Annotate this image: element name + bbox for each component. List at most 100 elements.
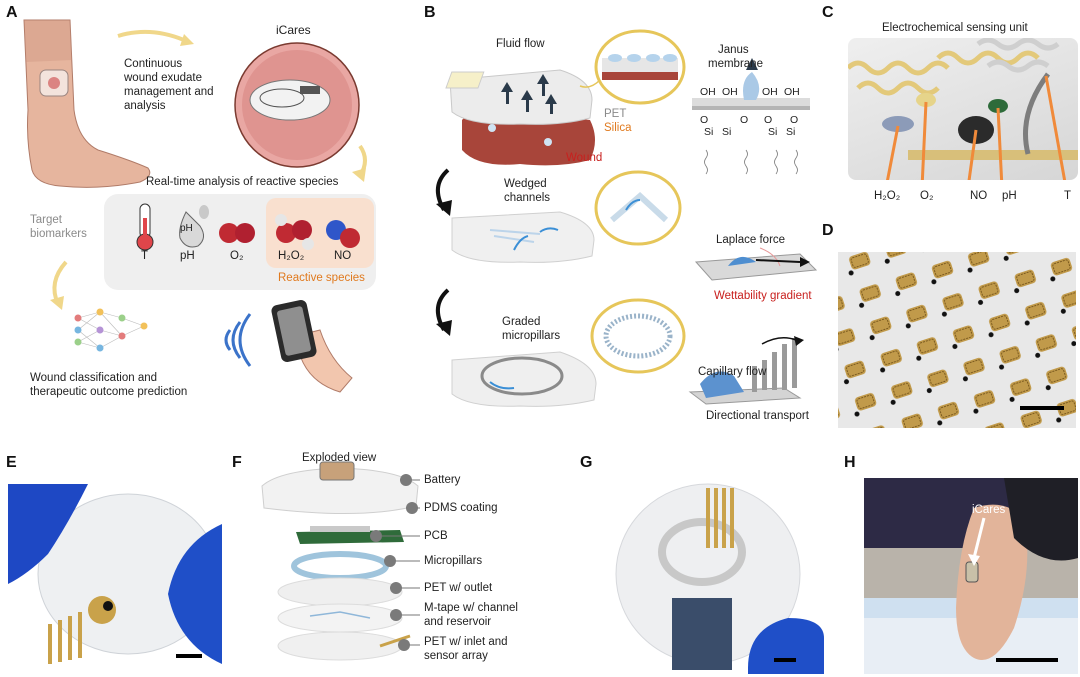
laplace-label: Laplace force [716,234,786,246]
panel-letter-h: H [844,454,856,471]
layer-pet-inlet-2: sensor array [424,650,488,662]
reactive-species-label: Reactive species [278,272,365,284]
micropillar-ring-photo [658,518,746,586]
wedged-channel-layer [451,211,595,263]
si-label-1: Si [704,126,714,138]
directional-label: Directional transport [706,410,809,422]
capillary-surface [688,387,802,405]
t-electrode [1023,72,1051,155]
layer-battery: Battery [424,474,461,486]
glove-right [168,524,222,664]
glove-g [748,618,824,674]
sensing-label-t: T [1064,190,1072,202]
o-label-2: O [740,114,749,126]
exudate-line-2: wound exudate [124,72,203,84]
flow-arrows [501,74,557,114]
pet-inlet-layer [277,631,403,661]
exudate-line-4: analysis [124,100,166,112]
fluid-flow-label: Fluid flow [496,38,545,50]
sensor-label-o2: O₂ [230,250,244,262]
sensor-label-t: T [141,250,149,262]
arrow-yellow-1 [117,29,185,42]
janus-label-1: Janus [718,44,749,56]
exploded-title: Exploded view [302,452,377,464]
icares-on-foot [965,561,979,583]
si-label-3: Si [768,126,778,138]
scale-bar-e [176,654,202,658]
wedged-label-1: Wedged [504,178,547,190]
sensor-label-h2o2: H₂O₂ [278,250,305,262]
scale-bar-h [996,658,1058,662]
neural-network-nodes [74,308,148,352]
layer-micropillars: Micropillars [424,555,483,567]
foot-shape [956,504,1028,660]
sensor-label-ph: pH [180,250,195,262]
scale-bar-d [1020,406,1064,410]
oh-label-4: OH [784,86,800,98]
layer-mtape-1: M-tape w/ channel [424,602,518,614]
janus-label-2: membrane [708,58,763,70]
panel-letter-b: B [424,4,436,21]
sensing-unit-title: Electrochemical sensing unit [882,22,1028,34]
pet-label: PET [604,108,627,120]
oh-label-2: OH [722,86,738,98]
outcome-line-2: therapeutic outcome prediction [30,386,188,398]
realtime-title: Real-time analysis of reactive species [146,176,339,188]
outcome-line-1: Wound classification and [30,372,157,384]
mtape-layer [277,603,403,633]
glove-left [8,484,88,584]
panel-letter-d: D [822,222,834,239]
neural-network-icon [77,311,145,349]
zoom-circle-2 [594,170,682,246]
pcb-part [296,530,404,544]
panel-g-photo [598,478,824,674]
laplace-surface [694,253,818,281]
o-label-4: O [790,114,799,126]
icares-callout: iCares [972,504,1006,516]
wedged-label-2: channels [504,192,551,204]
sensing-unit-photo [848,38,1078,180]
sensor-array-photo [838,252,1076,428]
o2-molecule-icon [219,223,239,243]
graded-label-1: Graded [502,316,541,328]
membrane-layer [449,69,593,125]
target-biomarkers-2: biomarkers [30,228,87,240]
wireless-icon [224,329,232,351]
layer-pcb: PCB [424,530,448,542]
step-arrow-1 [436,168,450,212]
zoom-circle-1 [594,29,686,105]
sensor-label-no: NO [334,250,352,262]
panel-a-illustration [23,19,376,393]
sensing-label-h2o2: H₂O₂ [874,190,901,202]
wound-label: Wound [566,152,603,164]
step-arrow-2 [436,288,450,332]
pet-outlet-layer [277,577,403,607]
panel-letter-g: G [580,454,593,471]
oh-label-1: OH [700,86,716,98]
layer-pdms: PDMS coating [424,502,498,514]
zoom-circle-3 [590,298,686,374]
sensor-traces [48,612,82,664]
exudate-line-1: Continuous [124,58,183,70]
panel-letter-f: F [232,454,242,471]
leg-shape [23,19,151,188]
panel-e-photo [8,484,222,672]
o-label-3: O [764,114,773,126]
backing-tape [672,598,732,670]
target-biomarkers-1: Target [30,214,62,226]
sensing-label-ph: pH [1002,190,1017,202]
panel-letter-c: C [822,4,834,21]
graded-label-2: micropillars [502,330,561,342]
panel-letter-a: A [6,4,18,21]
icares-label: iCares [276,23,311,37]
layer-pet-inlet-1: PET w/ inlet and [424,636,508,648]
sensing-label-o2: O₂ [920,190,934,202]
panel-h-photo: iCares [864,478,1078,674]
micropillar-layer [451,351,597,407]
h2o2-molecule-icon [276,223,296,243]
h2o2-electrode [882,116,914,132]
o2-electrode [916,93,936,107]
reactive-highlight [266,198,374,268]
si-label-4: Si [786,126,796,138]
wettability-label: Wettability gradient [714,290,812,302]
